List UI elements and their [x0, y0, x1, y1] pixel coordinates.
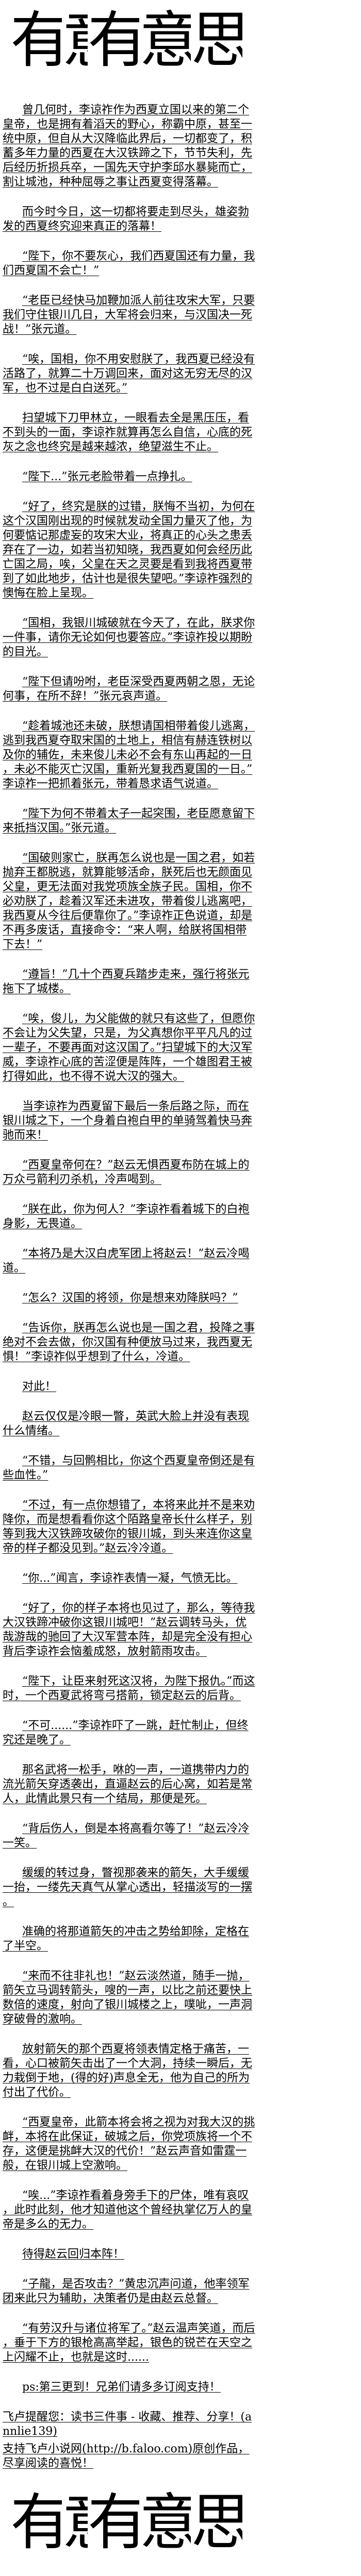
story-paragraph: “西夏皇帝，此箭本将会将之视为对我大汉的挑衅，本将在此保证，破城之后，你党项族将… [3, 2116, 255, 2172]
story-paragraph: “朕在此，你为何人？”李谅祚看着城下的白袍身影，无畏道。 [3, 1203, 250, 1230]
logo-glyph: 意 [139, 2492, 191, 2553]
story-paragraph: 放射箭矢的那个西夏将领表情定格于痛苦，一看，心口被箭矢击出了一个大洞，持续一瞬后… [3, 2043, 253, 2099]
site-logo-top: 有意有意思 [10, 0, 258, 71]
logo-glyph: 思 [191, 2492, 242, 2553]
story-paragraph: 待得赵云回归本阵！ [22, 2248, 125, 2261]
story-paragraph: “唉，国相，你不用安慰朕了，我西夏已经没有活路了，就算二十万调回来，面对这无穷无… [3, 353, 255, 395]
story-paragraph: 扫望城下刀甲林立，一眼看去全是黑压压，看不到头的一面，李谅祚就算再怎么自信，心底… [3, 412, 253, 453]
story-paragraph: “陛下，让臣来射死这汉将，为陛下报仇。”而这时，一个西夏武将弯弓搭箭，锁定赵云的… [3, 1675, 255, 1702]
story-paragraph: “好了，你的样子本将也见过了，那么，等待我大汉铁蹄冲破你这银川城吧！”赵云调转马… [3, 1602, 255, 1658]
story-paragraph: “怎么？汉国的将领，你是想来劝降朕吗？” [22, 1292, 238, 1304]
logo-glyph: 思 [191, 9, 242, 71]
story-paragraph: “子龍，是否攻击？”黄忠沉声问道，他率领军团来此只为辅助，决策者仍是由赵云总督。 [3, 2278, 250, 2305]
story-paragraph: “老臣已经快马加鞭加派人前往攻宋大军，只要我们守住银川几日，大军将会归来，与汉国… [3, 294, 255, 336]
logo-glyph: 有 [10, 9, 62, 71]
story-paragraph: “陛下，你不要灰心，我们西夏国还有力量，我们西夏国不会亡！” [3, 250, 255, 277]
story-paragraph: “陛下但请吩咐，老臣深受西夏两朝之恩，无论何事，在所不辞！”张元哀声道。 [3, 675, 255, 703]
story-paragraph: 对此！ [22, 1380, 57, 1393]
story-paragraph: 缓缓的转过身，瞥视那袭来的箭矢，大手缓缓一抬，一缕先天真气从掌心透出，轻描淡写的… [3, 1867, 253, 1908]
logo-glyph: 有 [88, 9, 139, 71]
story-paragraph: “不可......”李谅祚吓了一跳，赶忙制止，但终究还是晚了。 [3, 1719, 249, 1747]
story-paragraph: “唉...”李谅祚看着身旁手下的尸体，唯有哀叹，此时此刻，他才知道他这个曾经执掌… [3, 2189, 253, 2231]
logo-glyph: 有 [88, 2492, 139, 2553]
story-paragraph: 当李谅祚为西夏留下最后一条后路之际，而在银川城之下，一个身着白袍白甲的单骑驾着快… [3, 1100, 253, 1142]
story-paragraph: 而今时今日，这一切都将要走到尽头，雄姿勃发的西夏终究迎来真正的落幕！ [3, 206, 250, 233]
story-paragraph: “国相，我银川城破就在今天了，在此，朕求你一件事，请你无论如何也要答应。”李谅祚… [3, 617, 255, 658]
chapter-body: 曾几何时，李谅祚作为西夏立国以来的第二个皇帝，也是拥有着滔天的野心，称霸中原，甚… [3, 103, 258, 2471]
story-paragraph: 曾几何时，李谅祚作为西夏立国以来的第二个皇帝，也是拥有着滔天的野心，称霸中原，甚… [3, 104, 253, 189]
story-paragraph: “国破则家亡，朕再怎么说也是一国之君，如若抛弃王都脱逃，就算能够活命，朕死后也无… [3, 852, 255, 951]
story-paragraph: “来而不往非礼也！”赵云淡然道，随手一抛，箭矢立马调转箭头，嗖的一声，以比之前还… [3, 1970, 253, 2026]
story-paragraph: “好了，终究是朕的过错，朕悔不当初，为何在这个汉国刚出现的时候就发动全国力量灭了… [3, 500, 255, 600]
story-paragraph: “趁着城池还未破，朕想请国相带着俊儿逃离，逃到我西夏夺取宋国的土地上，相信有赫连… [3, 720, 255, 790]
story-paragraph: “陛下...”张元老脸带着一点挣扎。 [22, 470, 192, 483]
story-paragraph: “你...”闻言，李谅祚表情一凝，气愤无比。 [22, 1572, 238, 1585]
site-logo-bottom: 有意有意思 [10, 2492, 258, 2574]
story-paragraph: 准确的将那道箭矢的冲击之势给卸除，定格在了半空。 [3, 1925, 250, 1953]
story-paragraph: “不错，与回鹘相比，你这个西夏皇帝倒还是有些血性。” [3, 1454, 255, 1482]
footer-support-link: 支持飞卢小说网(http://b.faloo.com)原创作品，尽享阅读的喜悦！ [3, 2443, 250, 2470]
logo-glyph-cut: 意 [62, 2492, 88, 2553]
story-paragraph: “本将乃是大汉白虎军团上将赵云！”赵云冷喝道。 [3, 1247, 250, 1275]
story-paragraph: “不过，有一点你想错了，本将来此并不是来劝降你，而是想看看你这个陌路皇帝长什么样… [3, 1499, 255, 1555]
story-paragraph: “西夏皇帝何在？”赵云无惧西夏布防在城上的万众弓箭利刃杀机，冷声喝到。 [3, 1159, 250, 1186]
story-paragraph: “有劳汉升与诸位将军了。”赵云温声笑道，而后，垂于下方的银枪高高举起，银色的锐芒… [3, 2322, 255, 2364]
story-paragraph: ps:第三更到！兄弟们请多多订阅支持！ [22, 2381, 221, 2394]
story-paragraph: “告诉你，朕再怎么说也是一国之君，投降之事绝对不会去做，你汉国有种便放马过来，我… [3, 1321, 255, 1363]
story-paragraph: “遵旨！”几十个西夏兵踏步走来，强行将张元拖下了城楼。 [3, 968, 250, 995]
logo-glyph: 有 [10, 2492, 62, 2553]
story-paragraph: “背后伤人，倒是本将高看尔等了！”赵云冷冷一笑。 [3, 1822, 250, 1850]
logo-glyph: 意 [139, 9, 191, 71]
story-paragraph: 那名武将一松手，咻的一声，一道携带内力的流光箭矢穿透袭出，直逼赵云的后心窝，如若… [3, 1764, 253, 1805]
story-paragraph: “唉，俊儿，为父能做的就只有这些了，但愿你不会让为父失望，只是，为父真想你平平凡… [3, 1012, 255, 1083]
story-paragraph: “陛下为何不带着太子一起突围，老臣愿意留下来抵挡汉国。”张元道。 [3, 807, 255, 835]
logo-glyph-cut: 意 [62, 9, 88, 71]
footer-reminder: 飞卢提醒您：读书三件事 - 收藏、推荐、分享！(annlie139) [3, 2411, 252, 2438]
story-paragraph: 赵云仅仅是冷眼一瞥，英武大脸上并没有表现什么情绪。 [3, 1410, 250, 1437]
